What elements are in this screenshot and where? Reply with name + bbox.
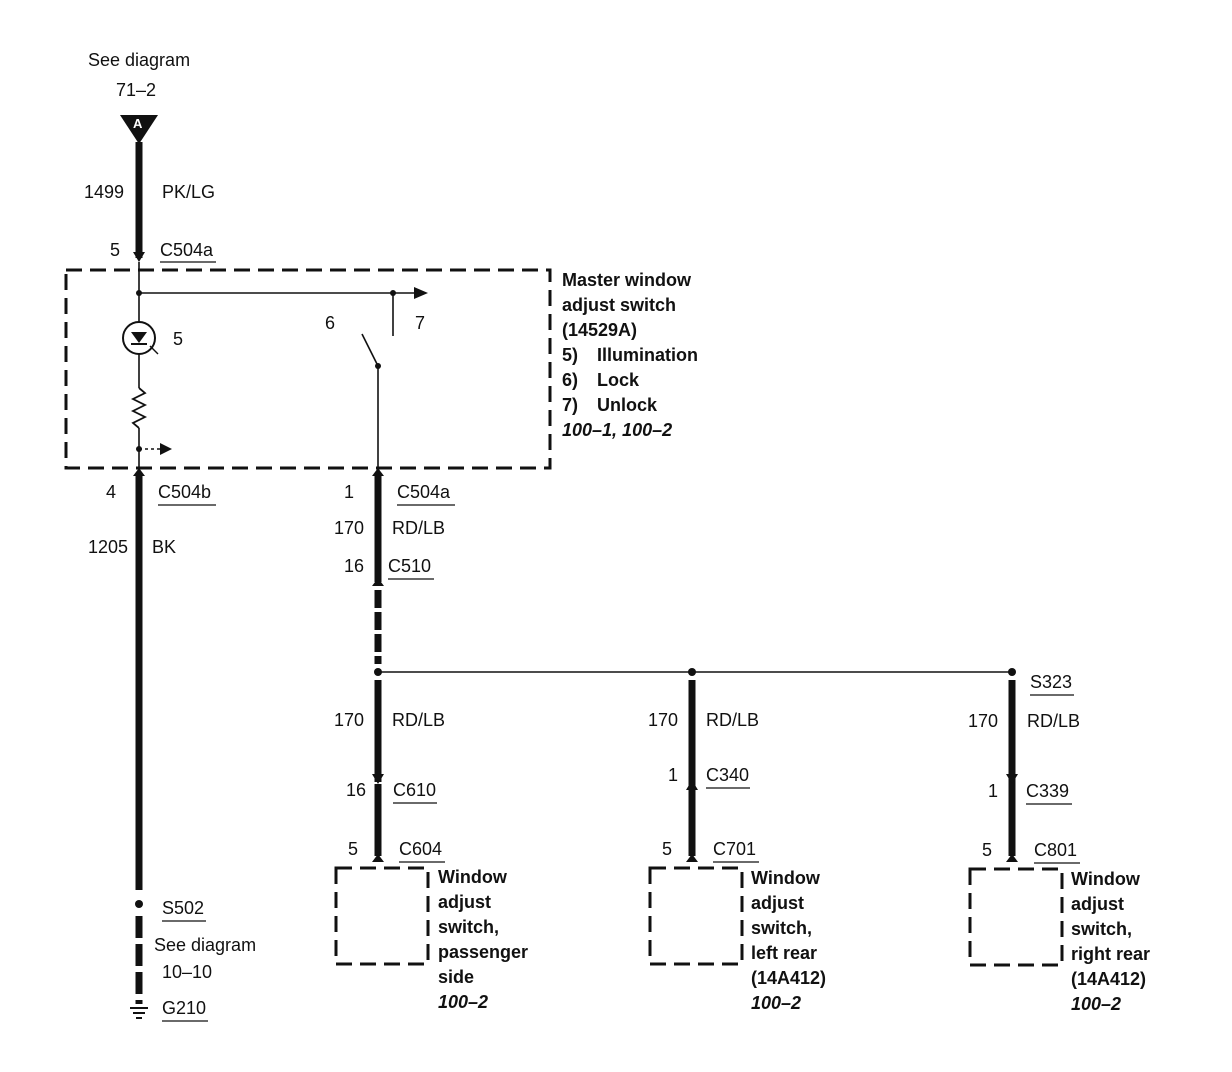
circuit-170-left-rear: 170 [648,710,678,730]
connector-arrow [372,578,384,586]
splice-dot [374,668,382,676]
connector-c510: C510 [388,556,431,576]
device-passenger-ref: 100–2 [438,992,488,1012]
device-left-rear-line1: Window [751,868,821,888]
item-6-num: 6) [562,370,578,390]
item-5-label: Illumination [597,345,698,365]
contact-6-label: 6 [325,313,335,333]
connector-arrow [686,780,698,790]
master-switch-title-2: adjust switch [562,295,676,315]
device-box-right-rear [968,867,1064,967]
connector-arrow [133,252,145,262]
item-7-label: Unlock [597,395,658,415]
device-passenger-line3: switch, [438,917,499,937]
connector-arrow [686,854,698,862]
circuit-1205: 1205 [88,537,128,557]
lamp-number: 5 [173,329,183,349]
circuit-170-right-rear: 170 [968,711,998,731]
arrow-right [414,287,428,299]
pin-c339: 1 [988,781,998,801]
connector-c504a-top: C504a [160,240,214,260]
contact-7-label: 7 [415,313,425,333]
device-right-rear-line2: adjust [1071,894,1124,914]
connector-a-marker [120,115,158,144]
color-bk: BK [152,537,176,557]
connector-c504b: C504b [158,482,211,502]
splice-s323: S323 [1030,672,1072,692]
connector-c610: C610 [393,780,436,800]
connector-c701: C701 [713,839,756,859]
connector-arrow [372,774,384,784]
device-left-rear-line3: switch, [751,918,812,938]
circuit-170-passenger: 170 [334,710,364,730]
device-right-rear-ref: 100–2 [1071,994,1121,1014]
item-5-num: 5) [562,345,578,365]
color-pk-lg: PK/LG [162,182,215,202]
see-diagram-ground-ref: 10–10 [162,962,212,982]
pin-c604: 5 [348,839,358,859]
color-passenger: RD/LB [392,710,445,730]
device-right-rear-line1: Window [1071,869,1141,889]
item-7-num: 7) [562,395,578,415]
diode-icon [131,332,147,343]
connector-arrow [372,854,384,862]
device-left-rear-line5: (14A412) [751,968,826,988]
circuit-170-output: 170 [334,518,364,538]
switch-blade [361,333,379,367]
device-left-rear-ref: 100–2 [751,993,801,1013]
color-left-rear: RD/LB [706,710,759,730]
device-passenger-line4: passenger [438,942,528,962]
pin-16-c510: 16 [344,556,364,576]
color-rd-lb-output: RD/LB [392,518,445,538]
device-box-passenger [334,866,430,966]
connector-arrow [1006,854,1018,862]
master-switch-box [64,268,552,470]
light-ray [149,345,159,355]
connector-c504a-output: C504a [397,482,451,502]
splice-dot [688,668,696,676]
pin-c610: 16 [346,780,366,800]
pin-c340: 1 [668,765,678,785]
pin-c701: 5 [662,839,672,859]
device-right-rear-line3: switch, [1071,919,1132,939]
device-passenger-line2: adjust [438,892,491,912]
connector-c801: C801 [1034,840,1077,860]
device-right-rear-line5: (14A412) [1071,969,1146,989]
device-left-rear-line4: left rear [751,943,817,963]
master-switch-ref: 100–1, 100–2 [562,420,672,440]
device-right-rear-line4: right rear [1071,944,1150,964]
connector-arrow [1006,774,1018,784]
pin-5-top: 5 [110,240,120,260]
connector-c339: C339 [1026,781,1069,801]
see-diagram-ref: 71–2 [116,80,156,100]
connector-c604: C604 [399,839,442,859]
pin-1-output: 1 [344,482,354,502]
connector-a-letter: A [133,116,143,131]
device-passenger-line1: Window [438,867,508,887]
item-6-label: Lock [597,370,640,390]
arrow-right [160,443,172,455]
device-passenger-line5: side [438,967,474,987]
master-switch-title-3: (14529A) [562,320,637,340]
see-diagram-ground: See diagram [154,935,256,955]
resistor-icon [130,387,148,429]
splice-dot [1008,668,1016,676]
splice-s502: S502 [162,898,204,918]
see-diagram-label: See diagram [88,50,190,70]
circuit-1499: 1499 [84,182,124,202]
pin-c801: 5 [982,840,992,860]
splice-s502-dot [135,900,143,908]
color-right-rear: RD/LB [1027,711,1080,731]
master-switch-title-1: Master window [562,270,692,290]
connector-c340: C340 [706,765,749,785]
device-left-rear-line2: adjust [751,893,804,913]
ground-g210: G210 [162,998,206,1018]
pin-4: 4 [106,482,116,502]
device-box-left-rear [648,866,744,966]
